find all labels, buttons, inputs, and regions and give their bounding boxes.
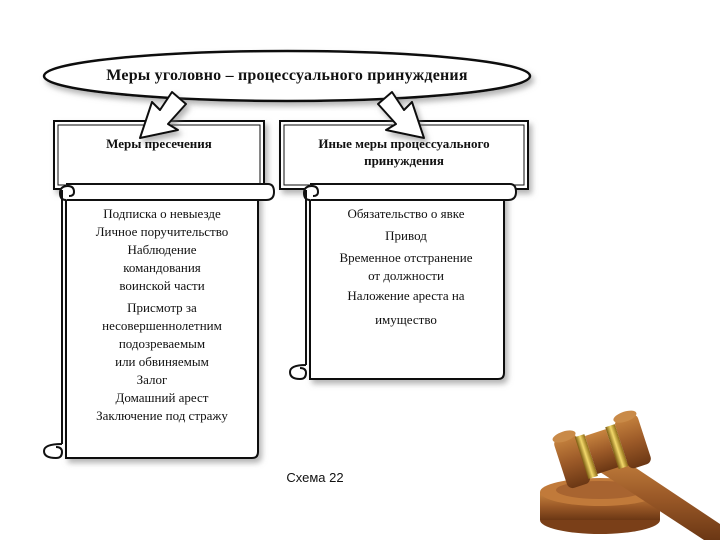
list-item: Наблюдение xyxy=(127,242,197,257)
down-arrow-icon xyxy=(377,91,425,139)
list-item: или обвиняемым xyxy=(115,354,209,369)
list-item: Личное поручительство xyxy=(95,224,229,239)
list-item: Залог xyxy=(136,372,168,387)
right-scroll xyxy=(288,183,518,381)
list-item: Домашний арест xyxy=(115,390,209,405)
list-item: Обязательство о явке xyxy=(347,206,465,221)
list-item: подозреваемым xyxy=(118,336,206,351)
list-item: воинской части xyxy=(119,278,205,293)
list-item: Заключение под стражу xyxy=(96,408,228,423)
preventive-measures-list: Подписка о невыезде Личное поручительств… xyxy=(64,205,260,425)
left-scroll xyxy=(42,183,276,460)
list-item: Подписка о невыезде xyxy=(103,206,221,221)
scheme-caption: Схема 22 xyxy=(286,470,344,485)
title-oval xyxy=(42,49,532,103)
down-arrow-icon xyxy=(139,91,187,139)
list-item: несовершеннолетним xyxy=(102,318,222,333)
diagram-title: Меры уголовно – процессуального принужде… xyxy=(106,67,468,84)
other-measures-header: Иные меры процессуального принуждения xyxy=(280,121,528,189)
list-item: Привод xyxy=(385,228,427,243)
other-measures-list: Обязательство о явке Привод Временное от… xyxy=(310,205,502,329)
list-item: Наложение ареста на xyxy=(347,288,465,303)
list-item: имущество xyxy=(375,312,437,327)
gavel-icon xyxy=(540,410,720,540)
other-measures-label: Иные меры процессуального принуждения xyxy=(318,136,490,168)
list-item: от должности xyxy=(368,268,444,283)
preventive-measures-label: Меры пресечения xyxy=(106,136,212,151)
list-item: Временное отстранение xyxy=(339,250,473,265)
preventive-measures-header: Меры пресечения xyxy=(54,121,264,189)
list-item: Присмотр за xyxy=(127,300,197,315)
list-item: командования xyxy=(123,260,201,275)
